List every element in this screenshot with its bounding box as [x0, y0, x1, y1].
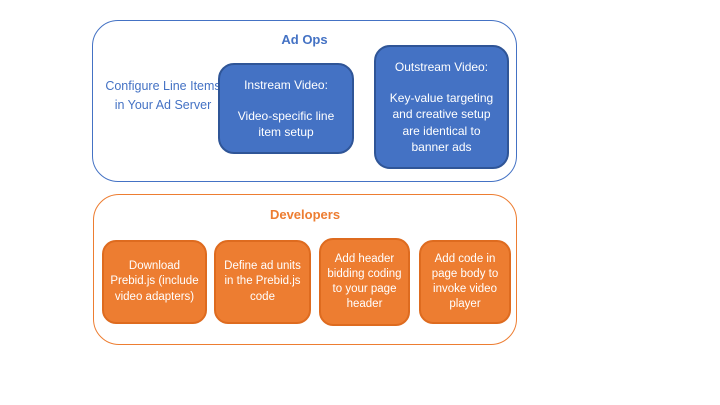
instream-video-box-title: Instream Video:	[244, 77, 328, 92]
ad-ops-group: Ad Ops Configure Line Items in Your Ad S…	[92, 20, 517, 182]
instream-video-box-body: Video-specific line item setup	[237, 108, 335, 140]
outstream-video-box: Outstream Video: Key-value targeting and…	[374, 45, 509, 169]
outstream-video-box-title: Outstream Video:	[394, 60, 489, 75]
developers-title: Developers	[269, 207, 341, 222]
define-ad-units-box: Define ad units in the Prebid.js code	[214, 240, 311, 324]
add-header-bidding-box: Add header bidding coding to your page h…	[319, 238, 410, 326]
instream-video-box: Instream Video: Video-specific line item…	[218, 63, 354, 154]
developers-group: Developers Download Prebid.js (include v…	[93, 194, 517, 345]
add-page-body-code-box: Add code in page body to invoke video pl…	[419, 240, 511, 324]
ad-ops-title: Ad Ops	[281, 32, 328, 47]
outstream-video-box-body: Key-value targeting and creative setup a…	[389, 91, 494, 154]
configure-line-items-note: Configure Line Items in Your Ad Server	[105, 79, 221, 113]
download-prebid-box: Download Prebid.js (include video adapte…	[102, 240, 207, 324]
